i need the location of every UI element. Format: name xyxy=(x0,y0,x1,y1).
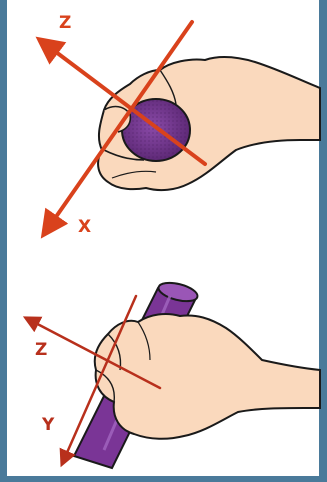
top-z-label: Z xyxy=(59,13,71,33)
top-panel: Z X xyxy=(40,13,320,237)
bottom-y-label: Y xyxy=(41,415,55,435)
bottom-panel: Z Y xyxy=(26,279,320,468)
bottom-hand-shape xyxy=(95,314,320,439)
bottom-z-label: Z xyxy=(35,340,47,360)
top-x-label: X xyxy=(78,217,91,237)
